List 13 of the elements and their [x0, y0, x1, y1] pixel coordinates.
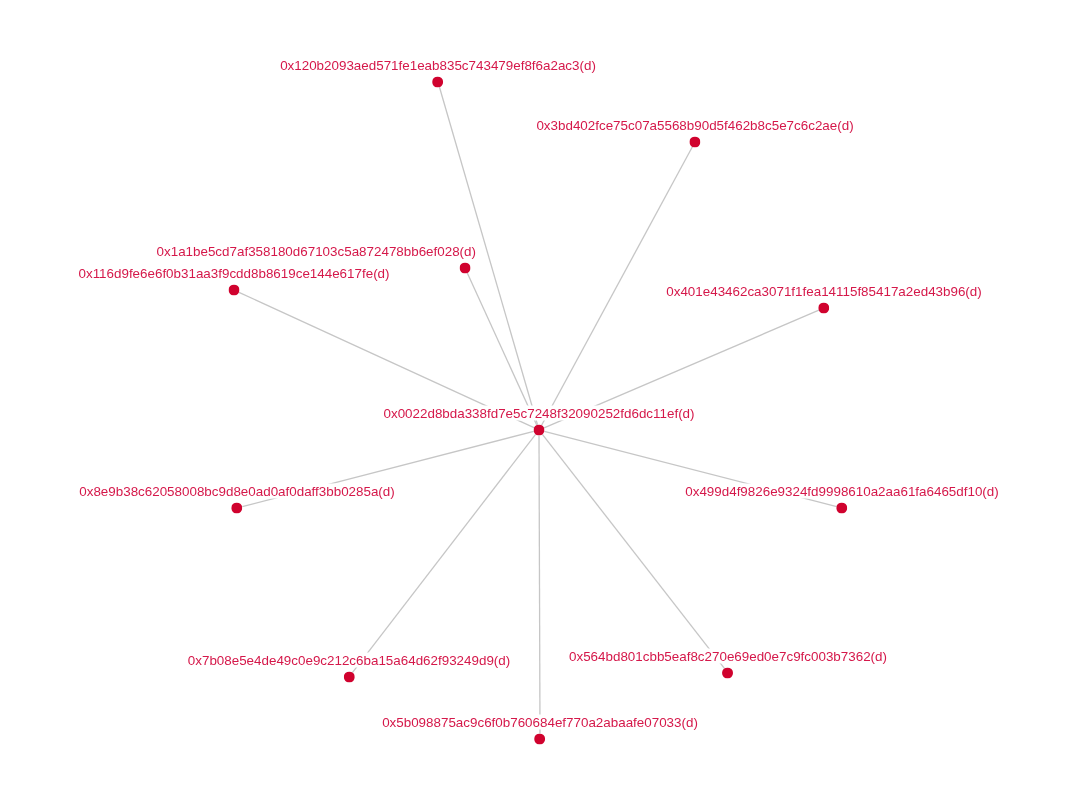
- connector-line: [351, 433, 537, 674]
- connector-line: [466, 272, 538, 426]
- connector-line: [538, 434, 541, 735]
- node-label: 0x0022d8bda338fd7e5c7248f32090252fd6dc11ef(d): [382, 405, 696, 421]
- node-label: 0x5b098875ac9c6f0b760684ef770a2abaafe07033(d): [381, 714, 699, 730]
- node-label: 0x7b08e5e4de49c0e9c212c6ba15a64d62f93249d9(d): [186, 652, 512, 668]
- connector-line: [238, 291, 535, 429]
- node-label: 0x8e9b38c62058008bc9d8e0ad0af0daff3bb0285a(d): [78, 483, 396, 499]
- connector-line: [541, 433, 726, 670]
- node-label: 0x499d4f9826e9324fd9998610a2aa61fa6465df10(d): [684, 483, 1000, 499]
- connector-line: [540, 146, 694, 426]
- node-label: 0x564bd801cbb5eaf8c270e69ed0e7c9fc003b7362(d): [568, 648, 888, 664]
- connector-line: [438, 86, 539, 426]
